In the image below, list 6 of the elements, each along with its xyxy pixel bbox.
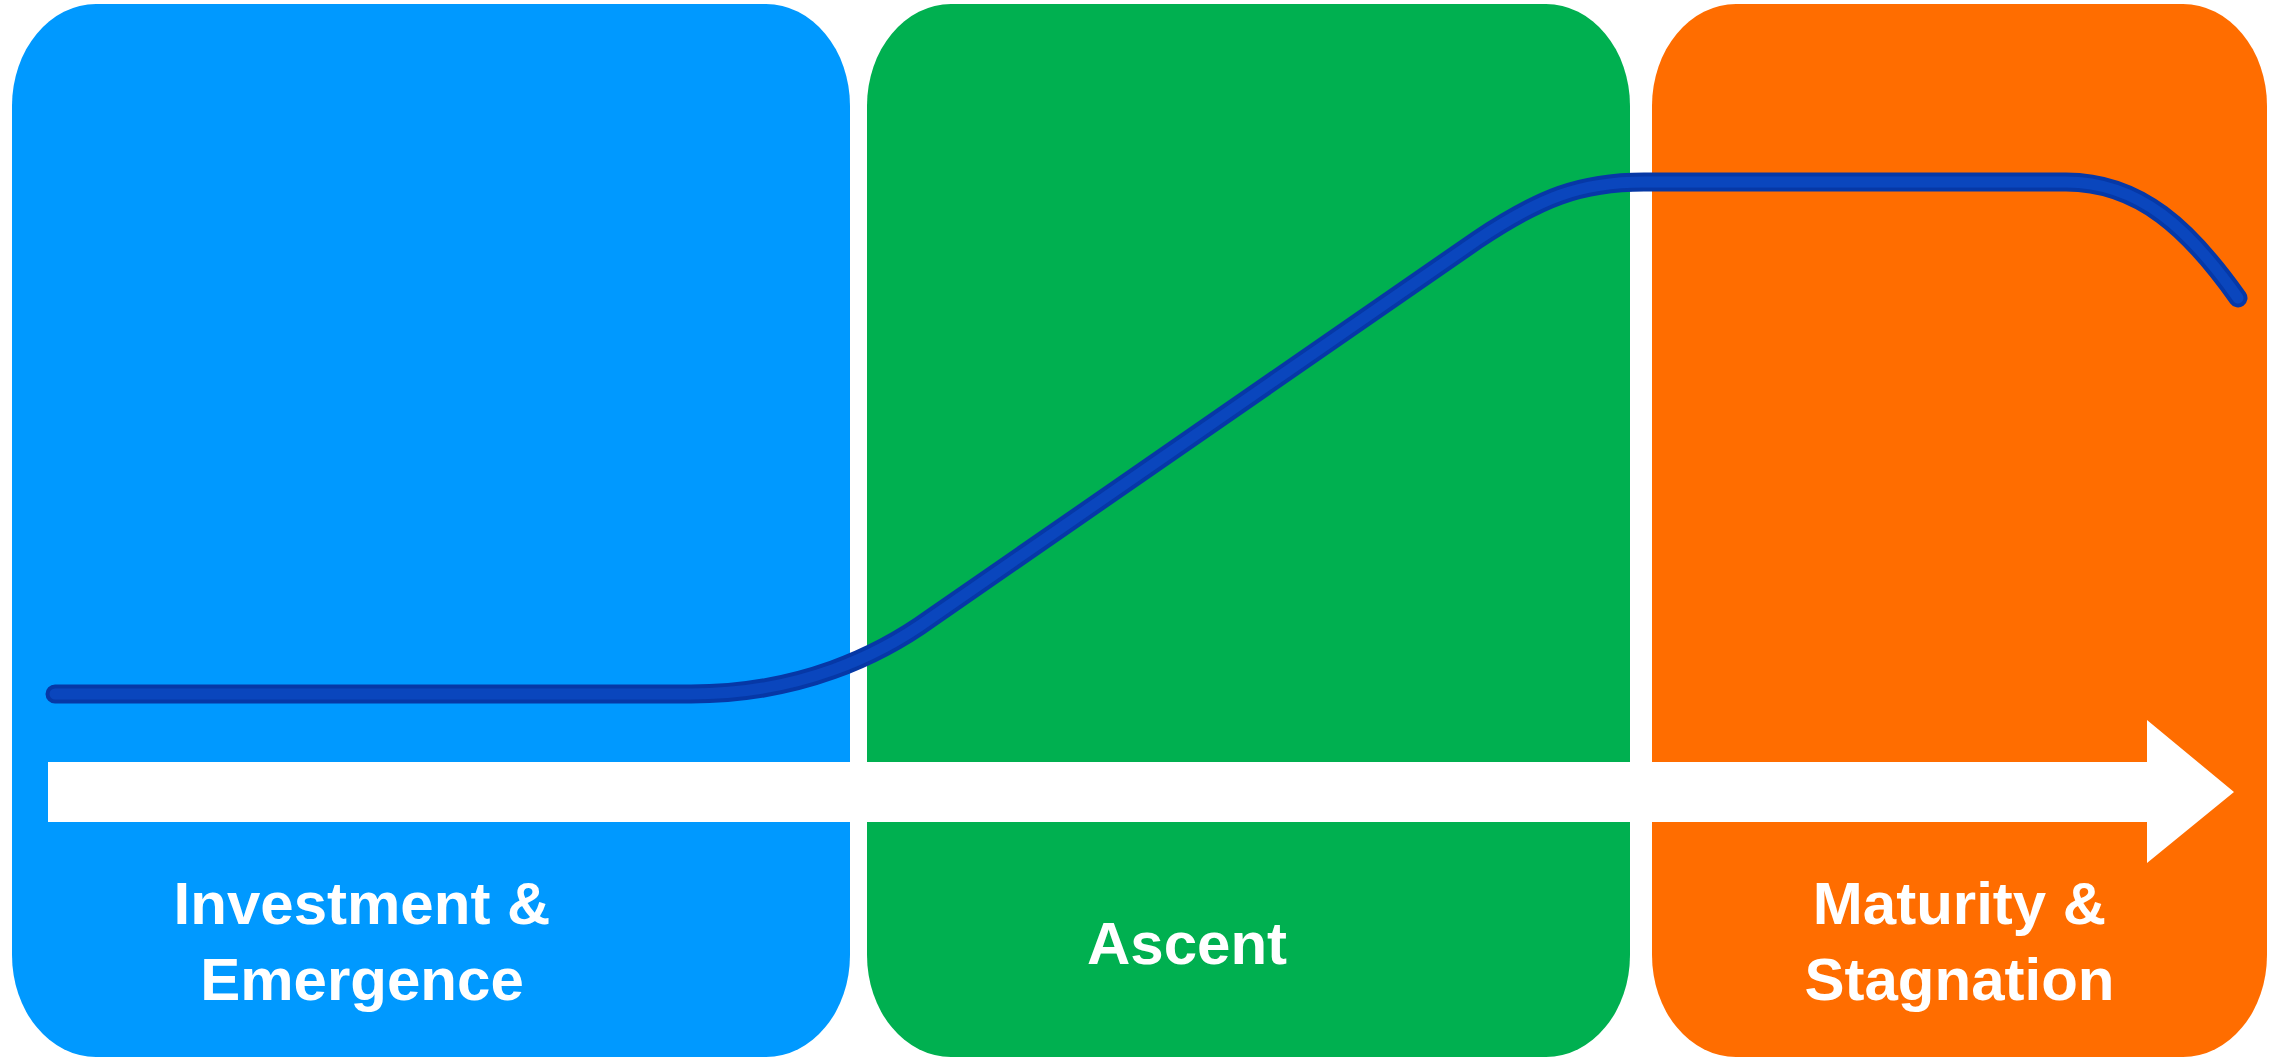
stage-panel bbox=[867, 4, 1630, 1057]
stage-label: Investment & Emergence bbox=[172, 869, 552, 1015]
stage-label: Maturity & Stagnation bbox=[1803, 869, 2116, 1015]
stage-panel bbox=[12, 4, 850, 1057]
stage-label: Ascent bbox=[1085, 909, 1289, 979]
stage-panel bbox=[1652, 4, 2267, 1057]
